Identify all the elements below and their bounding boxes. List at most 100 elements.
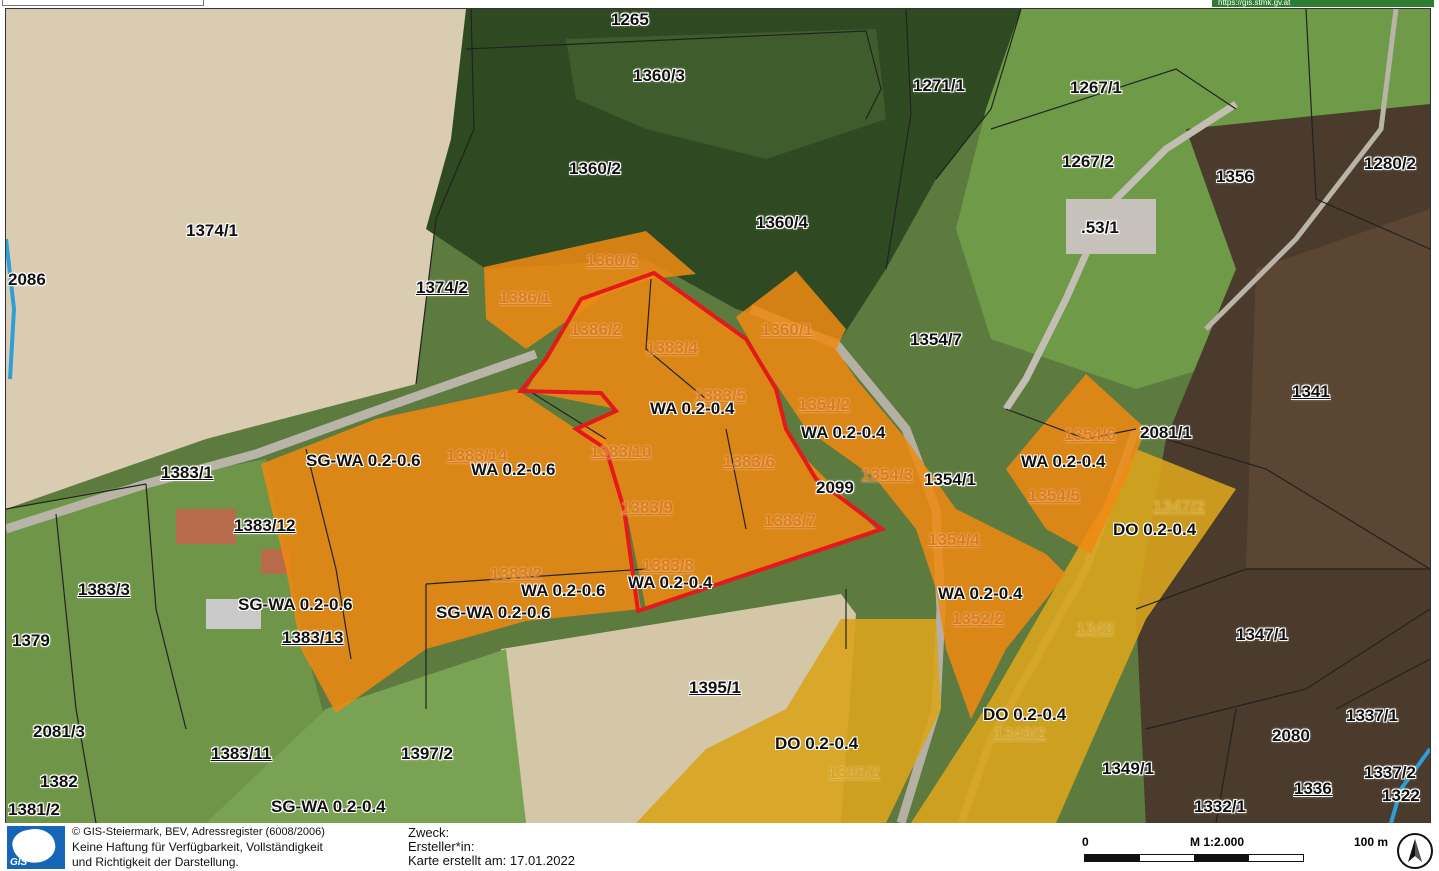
parcel-label[interactable]: 1341	[1292, 382, 1330, 401]
zone-label[interactable]: SG-WA 0.2-0.6	[306, 451, 421, 470]
parcel-label[interactable]: 1383/12	[234, 516, 296, 535]
parcel-label[interactable]: 1395/2	[828, 763, 880, 782]
parcel-label[interactable]: 1271/1	[913, 76, 965, 95]
parcel-label[interactable]: 1381/2	[8, 800, 60, 819]
parcel-label[interactable]: 1386/1	[499, 288, 551, 307]
parcel-label[interactable]: 1360/3	[633, 66, 685, 85]
parcel-label[interactable]: 1322	[1382, 786, 1420, 805]
parcel-label[interactable]: 1383/13	[282, 628, 344, 647]
zone-label[interactable]: WA 0.2-0.6	[471, 460, 556, 479]
parcel-label[interactable]: 1383/6	[723, 452, 775, 471]
parcel-label[interactable]: 1360/1	[761, 320, 813, 339]
zone-label[interactable]: DO 0.2-0.4	[1113, 520, 1197, 539]
dark-field-2	[1246, 209, 1430, 569]
parcel-label[interactable]: 1347/1	[1236, 625, 1288, 644]
zone-wa-east	[736, 271, 1066, 719]
parcel-label[interactable]: 1354/5	[1028, 486, 1080, 505]
parcel-label[interactable]: 1382	[40, 772, 78, 791]
zone-label[interactable]: WA 0.2-0.4	[938, 584, 1023, 603]
scale-ratio: M 1:2.000	[1190, 835, 1245, 849]
stream-west	[6, 238, 17, 380]
parcel-label[interactable]: 1336	[1294, 779, 1332, 798]
parcel-label[interactable]: 1383/2	[490, 564, 542, 583]
parcel-label[interactable]: 1383/1	[161, 463, 213, 482]
parcel-label[interactable]: 1360/4	[756, 213, 808, 232]
parcel-label[interactable]: 1374/2	[416, 278, 468, 297]
parcel-label[interactable]: 1337/1	[1346, 706, 1398, 725]
parcel-label[interactable]: 1347/2	[1153, 497, 1205, 516]
zone-do-east	[911, 449, 1236, 823]
credits-line: Keine Haftung für Verfügbarkeit, Vollstä…	[72, 840, 323, 854]
zone-label[interactable]: WA 0.2-0.4	[801, 423, 886, 442]
building-1	[176, 509, 236, 544]
parcel-label[interactable]: 1360/6	[586, 251, 638, 270]
credits-line: © GIS-Steiermark, BEV, Adressregister (6…	[72, 826, 325, 838]
parcel-label[interactable]: 1386/2	[570, 320, 622, 339]
zone-wa-north	[484, 231, 696, 349]
map-footer: GIS © GIS-Steiermark, BEV, Adressregiste…	[0, 823, 1439, 871]
zone-label[interactable]: DO 0.2-0.4	[983, 705, 1067, 724]
zone-do-south	[636, 619, 941, 823]
parcel-label[interactable]: 2099	[816, 478, 854, 497]
parcel-label[interactable]: 1383/5	[694, 386, 746, 405]
zone-wa-core	[526, 274, 876, 609]
parcel-label[interactable]: 1379	[12, 631, 50, 650]
parcel-label[interactable]: 1354/4	[928, 530, 980, 549]
stream-east	[1389, 747, 1430, 823]
zone-label[interactable]: WA 0.2-0.4	[650, 399, 735, 418]
parcel-label[interactable]: 1354/6	[1064, 425, 1116, 444]
parcel-label[interactable]: 1354/7	[910, 330, 962, 349]
author-label: Ersteller*in:	[408, 839, 475, 854]
field-left	[6, 9, 474, 509]
highlighted-parcel-outline	[516, 270, 887, 614]
parcel-label[interactable]: 1280/2	[1364, 154, 1416, 173]
parcel-label[interactable]: 1383/8	[642, 556, 694, 575]
parcel-label[interactable]: 1354/3	[861, 465, 913, 484]
building-4	[1066, 199, 1156, 254]
parcel-label[interactable]: 2086	[8, 270, 46, 289]
parcel-label[interactable]: 1383/4	[646, 338, 698, 357]
map-canvas	[6, 9, 1430, 823]
parcel-label[interactable]: 2081/1	[1140, 423, 1192, 442]
zone-label[interactable]: DO 0.2-0.4	[775, 734, 859, 753]
parcel-label[interactable]: 1397/2	[401, 744, 453, 763]
parcel-label[interactable]: .53/1	[1081, 218, 1119, 237]
parcel-label[interactable]: 1354/2	[798, 395, 850, 414]
parcel-label[interactable]: 1356	[1216, 167, 1254, 186]
zone-label[interactable]: WA 0.2-0.6	[521, 581, 606, 600]
purpose-label: Zweck:	[408, 825, 450, 840]
credits-block: © GIS-Steiermark, BEV, Adressregister (6…	[72, 825, 325, 870]
parcel-label[interactable]: 1332/1	[1194, 797, 1246, 816]
parcel-label[interactable]: 1349/1	[1102, 759, 1154, 778]
zone-label[interactable]: SG-WA 0.2-0.6	[238, 595, 353, 614]
north-arrow-icon	[1397, 833, 1433, 869]
parcel-label[interactable]: 1265	[611, 10, 649, 29]
parcel-label[interactable]: 2080	[1272, 726, 1310, 745]
zone-label[interactable]: WA 0.2-0.4	[628, 573, 713, 592]
parcel-label[interactable]: 1267/2	[1062, 152, 1114, 171]
parcel-label[interactable]: 1352/2	[952, 609, 1004, 628]
parcel-label[interactable]: 1374/1	[186, 221, 238, 240]
cadastral-map[interactable]: 1265 1360/3 1271/1 1267/1 1267/2 1356 12…	[5, 8, 1431, 824]
parcel-label[interactable]: 1395/1	[689, 678, 741, 697]
parcel-label[interactable]: 1349/2	[994, 724, 1046, 743]
parcel-label[interactable]: 1337/2	[1364, 763, 1416, 782]
zone-label[interactable]: WA 0.2-0.4	[1021, 452, 1106, 471]
zone-sgwa-west	[261, 389, 641, 713]
parcel-label[interactable]: 1383/3	[78, 580, 130, 599]
parcel-label[interactable]: 1383/11	[211, 744, 272, 763]
zone-label[interactable]: SG-WA 0.2-0.4	[271, 797, 386, 816]
meadow-left	[6, 459, 326, 823]
parcel-label[interactable]: 1360/2	[569, 159, 621, 178]
parcel-label[interactable]: 1354/1	[924, 470, 976, 489]
parcel-label[interactable]: 1348	[1076, 619, 1114, 638]
parcel-label[interactable]: 1267/1	[1070, 78, 1122, 97]
parcel-label[interactable]: 1383/9	[621, 498, 673, 517]
parcel-label[interactable]: 1383/10	[590, 442, 652, 461]
parcel-label[interactable]: 2081/3	[33, 722, 85, 741]
source-url[interactable]: https://gis.stmk.gv.at	[1212, 0, 1434, 7]
parcel-label[interactable]: 1383/14	[446, 446, 508, 465]
parcel-label[interactable]: 1383/7	[764, 511, 816, 530]
zone-label[interactable]: SG-WA 0.2-0.6	[436, 603, 551, 622]
scale-bar: 0 M 1:2.000 100 m	[1082, 831, 1392, 867]
